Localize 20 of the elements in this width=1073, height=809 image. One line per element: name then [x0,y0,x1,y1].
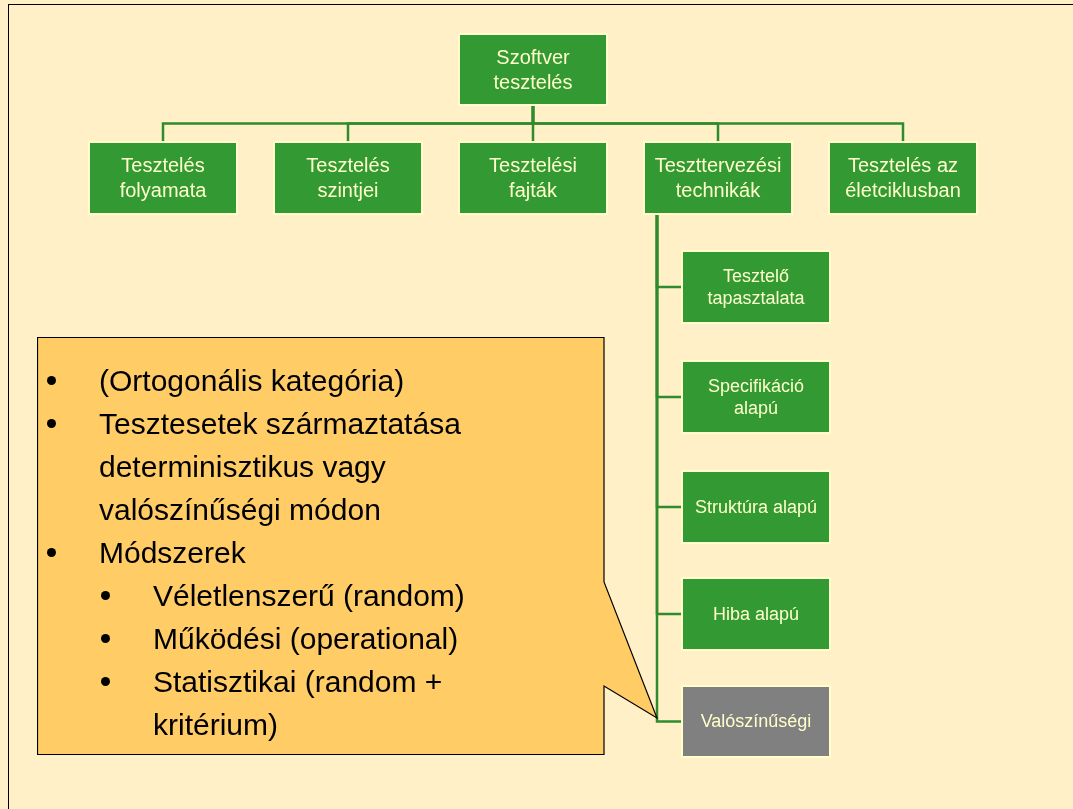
bullet-text: Tesztesetek származtatása determinisztikus vagy valószínűségi módon [99,406,462,528]
category-box: Tesztelés az életciklusban [828,141,978,215]
category-box: Szoftver tesztelés [458,33,608,106]
bullet-text: (Ortogonális kategória) [99,363,405,399]
bullet-text: Működési (operational) [153,621,459,657]
bullet-text: Statisztikai (random + kritérium) [153,664,444,743]
connector-line [655,215,681,723]
connector-line [531,106,905,141]
bullet-text: Módszerek [99,535,246,571]
category-box: Hiba alapú [681,577,831,651]
callout-bubble [37,337,658,755]
category-box: Tesztelés szintjei [273,141,423,215]
category-box: Tesztelő tapasztalata [681,250,831,324]
category-box: Valószínűségi [681,685,831,758]
category-box: Tesztelés folyamata [88,141,238,215]
category-box: Tesztelési fajták [458,141,608,215]
category-box: Teszttervezési technikák [643,141,793,215]
bullet-text: Véletlenszerű (random) [153,578,465,614]
category-box: Struktúra alapú [681,470,831,544]
category-box: Specifikáció alapú [681,360,831,434]
